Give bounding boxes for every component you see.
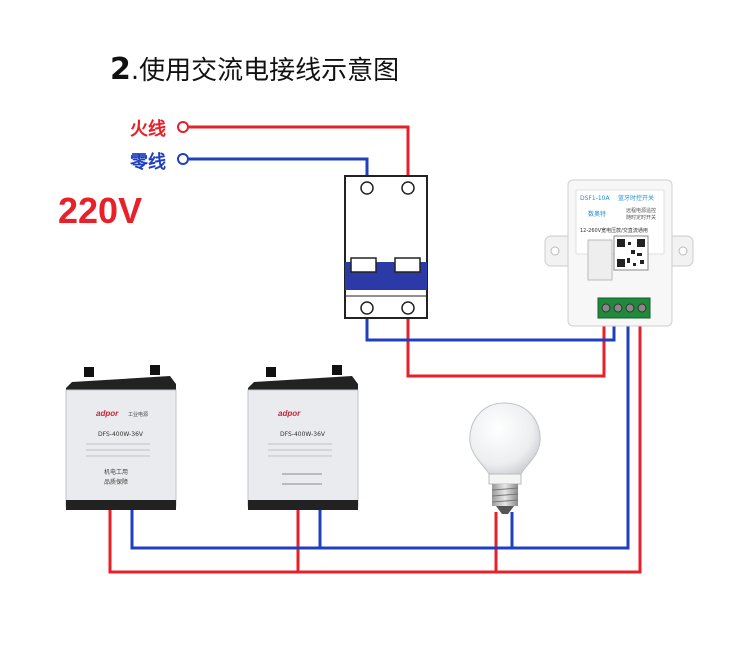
psu1-model: DFS-400W-36V bbox=[98, 431, 144, 438]
power-supply-1: adpor 工业电源 DFS-400W-36V 机电工用 品质保障 bbox=[65, 365, 177, 510]
circuit-breaker bbox=[344, 175, 428, 319]
psu1-line1: 机电工用 bbox=[104, 468, 128, 476]
psu1-line2: 品质保障 bbox=[104, 478, 128, 486]
neutral-breaker-to-controller bbox=[365, 308, 616, 342]
psu1-maker: 工业电源 bbox=[128, 411, 148, 418]
title-text: .使用交流电接线示意图 bbox=[130, 56, 400, 86]
qr-code-pattern bbox=[617, 239, 645, 267]
neutral-wire-label: 零线 bbox=[130, 152, 166, 173]
live-breaker-to-controller bbox=[406, 308, 606, 378]
timer-controller: DSF1-10A 蓝牙时控开关 远程电源遥控 随时定时开关 数奥特 12-260… bbox=[544, 179, 694, 327]
neutral-wires bbox=[130, 157, 630, 550]
voltage-label: 220V bbox=[58, 190, 143, 231]
live-controller-to-loads bbox=[108, 318, 642, 574]
page-title: 2.使用交流电接线示意图 bbox=[110, 50, 399, 87]
terminal-block bbox=[597, 297, 651, 319]
live-wire-label: 火线 bbox=[130, 119, 166, 140]
neutral-terminal bbox=[177, 153, 189, 165]
controller-brand: 数奥特 bbox=[588, 210, 606, 218]
controller-name: 蓝牙时控开关 bbox=[618, 194, 654, 202]
controller-label-panel bbox=[587, 239, 613, 281]
live-wires bbox=[108, 125, 642, 574]
live-input-wire bbox=[189, 125, 410, 188]
neutral-input-wire bbox=[189, 157, 369, 188]
controller-model: DSF1-10A bbox=[580, 195, 610, 202]
psu2-brand: adpor bbox=[278, 409, 301, 418]
psu1-brand: adpor bbox=[96, 409, 119, 418]
controller-feature2: 随时定时开关 bbox=[626, 214, 656, 221]
light-bulb bbox=[469, 402, 541, 514]
title-number: 2 bbox=[110, 52, 131, 87]
psu2-model: DFS-400W-36V bbox=[280, 431, 326, 438]
power-supply-2: adpor DFS-400W-36V bbox=[247, 365, 359, 510]
neutral-controller-to-loads bbox=[130, 318, 630, 550]
controller-spec: 12-260V宽电压款/交直流通用 bbox=[580, 227, 648, 234]
controller-feature1: 远程电源遥控 bbox=[626, 207, 656, 214]
live-terminal bbox=[177, 121, 189, 133]
